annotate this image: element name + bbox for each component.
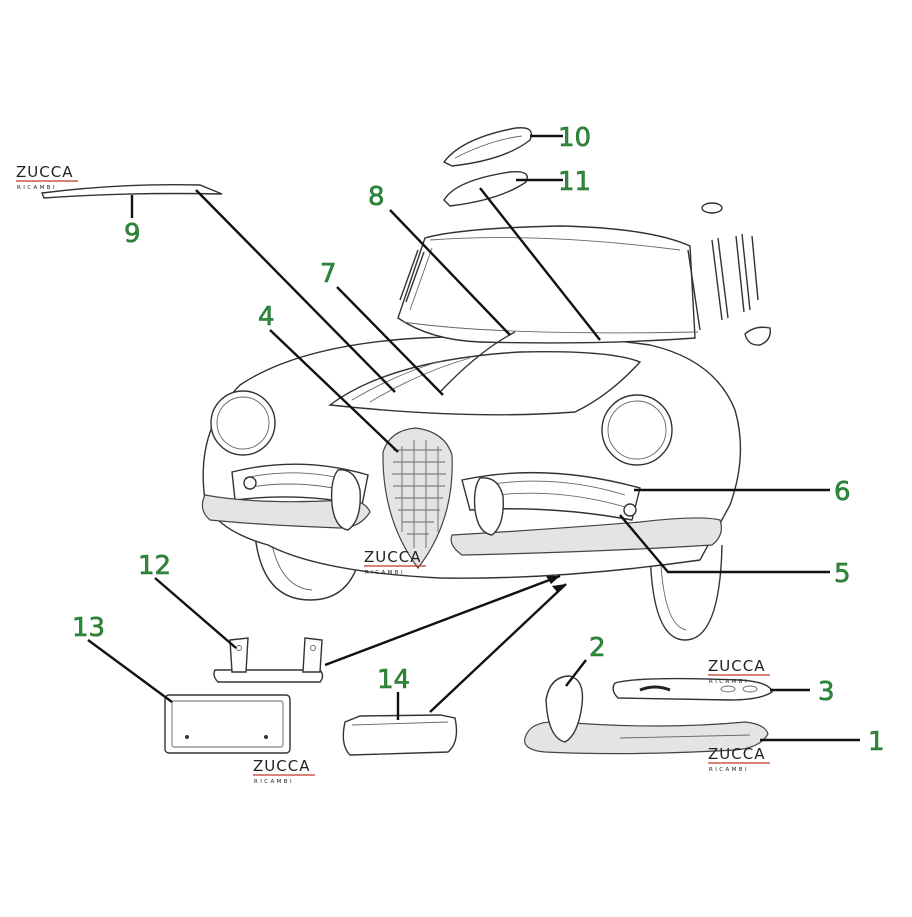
brand-watermark-center: ZUCCA RICAMBI: [364, 548, 426, 576]
car-body-drawing: [201, 202, 771, 641]
callout-11: 11: [558, 167, 591, 197]
svg-text:ZUCCA: ZUCCA: [364, 548, 421, 566]
callout-8: 8: [368, 182, 385, 212]
part-8-wiper: [439, 331, 516, 393]
callout-numbers: 1 2 3 4 5 6 7 8 9 10 11 12 13 14: [72, 123, 885, 758]
part-14-light: [342, 714, 458, 756]
callout-7: 7: [320, 259, 337, 289]
callout-3: 3: [818, 677, 835, 707]
svg-text:ZUCCA: ZUCCA: [253, 757, 310, 775]
brand-watermark-top-left: ZUCCA RICAMBI: [16, 163, 78, 191]
callout-10: 10: [558, 123, 591, 153]
brand-watermark-right-upper: ZUCCA RICAMBI: [708, 657, 770, 685]
svg-text:ZUCCA: ZUCCA: [708, 745, 765, 763]
brand-watermark-bottom-left: ZUCCA RICAMBI: [253, 757, 315, 785]
svg-text:RICAMBI: RICAMBI: [709, 767, 749, 773]
callout-6: 6: [834, 477, 851, 507]
callout-5: 5: [834, 559, 851, 589]
svg-text:RICAMBI: RICAMBI: [17, 185, 57, 191]
svg-text:RICAMBI: RICAMBI: [709, 679, 749, 685]
brand-watermark-right-lower: ZUCCA RICAMBI: [708, 745, 770, 773]
svg-text:RICAMBI: RICAMBI: [365, 570, 405, 576]
part-12-bracket: [213, 669, 324, 683]
svg-text:RICAMBI: RICAMBI: [254, 779, 294, 785]
leader-lines: [87, 134, 860, 742]
callout-4: 4: [258, 302, 275, 332]
svg-text:ZUCCA: ZUCCA: [708, 657, 765, 675]
callout-12: 12: [138, 551, 171, 581]
part-11-base: [443, 171, 528, 207]
loose-parts-drawing: [41, 127, 773, 756]
callout-14: 14: [377, 665, 410, 695]
part-13-plate: [164, 694, 291, 754]
part-2-overrider: [545, 675, 584, 743]
callout-13: 13: [72, 613, 105, 643]
callout-2: 2: [589, 633, 606, 663]
part-10-lens: [442, 127, 533, 167]
callout-9: 9: [124, 219, 141, 249]
part-9-trim: [41, 183, 223, 199]
callout-1: 1: [868, 727, 885, 757]
svg-text:ZUCCA: ZUCCA: [16, 163, 73, 181]
